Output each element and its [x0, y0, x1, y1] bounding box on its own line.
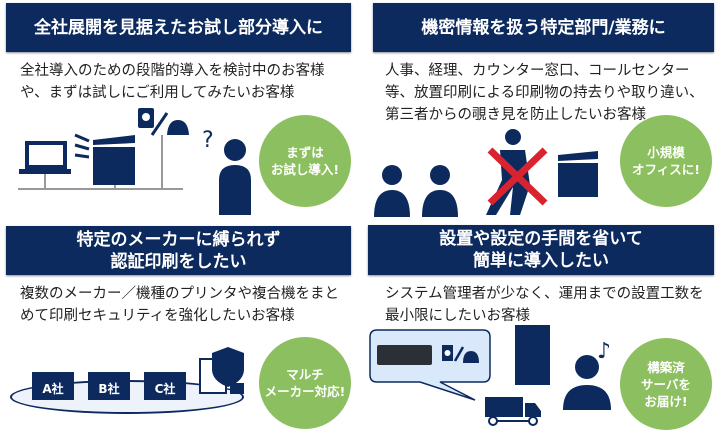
music-note-icon: ♪ — [597, 339, 611, 364]
panel-2-title: 機密情報を扱う特定部門/業務に — [373, 3, 714, 52]
panel-2-description: 人事、経理、カウンター窓口、コールセンター等、放置印刷による印刷物の持去りや取り… — [385, 63, 704, 123]
office-building-icon — [515, 325, 550, 385]
panel-4-badge: 構築済 サーバを お届け! — [620, 338, 712, 430]
laptop-icon — [19, 141, 71, 174]
panel-1-badge: まずは お試し導入! — [259, 115, 351, 207]
panel-1-description: 全社導入のための段階的導入を検討中のお客様や、まずは試しにご利用してみたいお客様 — [20, 63, 325, 101]
call-center-operator-icon — [422, 165, 458, 217]
card-reader-icon — [167, 120, 189, 135]
printer-b: B社 — [88, 372, 130, 400]
office-network-illustration: ? — [18, 108, 251, 215]
panel-1-title: 全社展開を見据えたお試し部分導入に — [6, 3, 351, 52]
panel-3-title: 特定のメーカーに縛られず 認証印刷をしたい — [6, 226, 351, 275]
server-delivery-illustration: ♪ — [369, 325, 611, 426]
office-worker-icon — [374, 165, 410, 217]
ic-card-icon — [442, 345, 453, 361]
panel-4-description: システム管理者が少なく、運用までの設置工数を最小限にしたいお客様 — [385, 286, 704, 324]
panel-3-description: 複数のメーカー／機種のプリンタや複合機をまとめて印刷セキュリティを強化したいお客… — [20, 286, 339, 324]
panel-2-badge: 小規模 オフィスに! — [620, 115, 712, 207]
multifunction-printer-icon — [74, 133, 135, 185]
delivery-truck-icon — [485, 397, 541, 426]
multi-vendor-printers: A社 B社 C社 — [10, 347, 255, 415]
card-reader-icon — [463, 351, 479, 363]
panel-3-badge: マルチ メーカー対応! — [259, 337, 351, 429]
mini-server-icon — [377, 345, 432, 365]
printer-icon — [558, 151, 598, 197]
printer-a: A社 — [32, 372, 74, 400]
ic-card-icon — [138, 108, 154, 128]
confidential-print-illustration — [374, 129, 598, 217]
panel-4-title: 設置や設定の手間を省いて 簡単に導入したい — [368, 225, 714, 275]
secure-document-shield-icon — [199, 347, 244, 394]
printer-c: C社 — [144, 372, 186, 400]
businessman-icon — [563, 355, 611, 410]
prohibited-x-icon — [487, 147, 548, 206]
person-icon — [219, 139, 251, 215]
question-mark-icon: ? — [202, 128, 214, 153]
